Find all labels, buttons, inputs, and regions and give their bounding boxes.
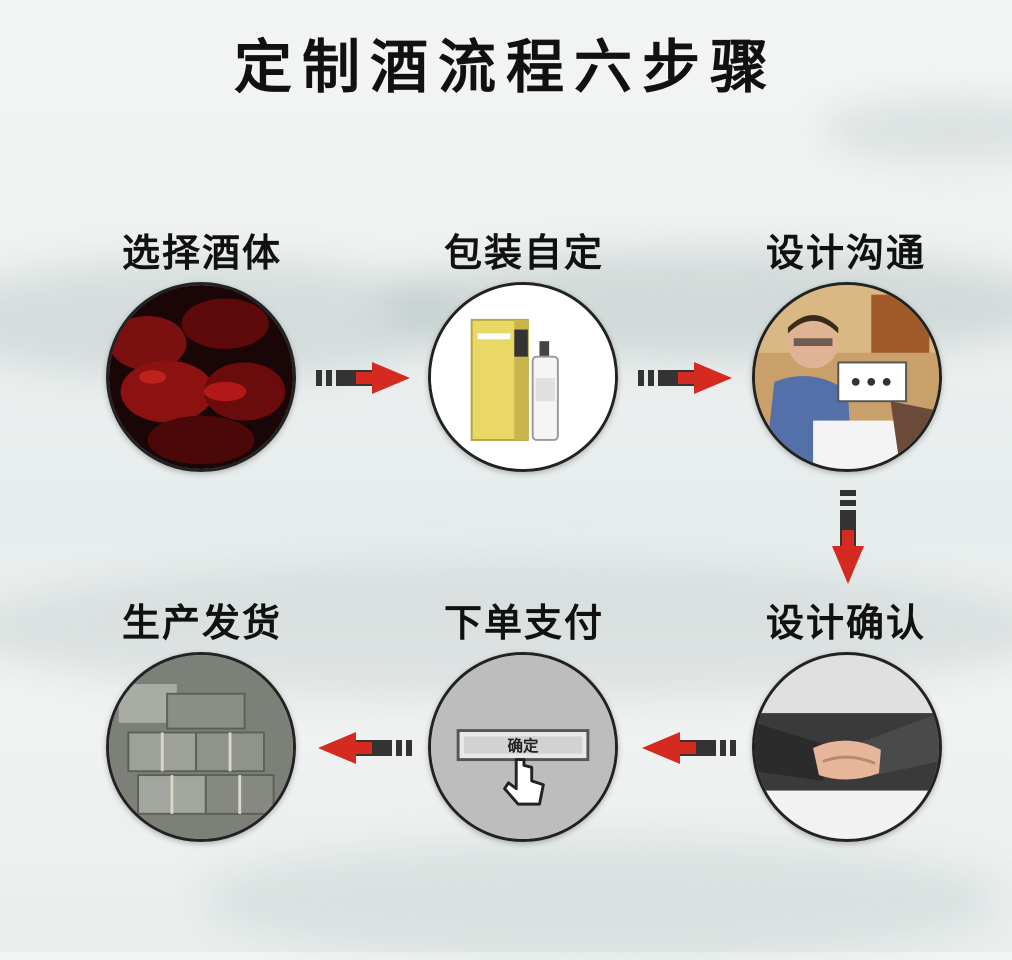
step-image-6: [106, 652, 296, 842]
flow-arrow-down: [830, 490, 866, 586]
step-image-3: [752, 282, 942, 472]
flow-arrow-right-1: [316, 360, 412, 396]
step-image-2: [428, 282, 618, 472]
step-label-5: 下单支付: [443, 601, 604, 645]
step-image-4: [752, 652, 942, 842]
step-label-2: 包装自定: [443, 231, 604, 275]
flow-arrow-right-2: [638, 360, 734, 396]
flow-arrow-left-2: [316, 730, 412, 766]
step-label-6: 生产发货: [121, 601, 282, 645]
packaging-box-bottle-icon: [431, 285, 615, 469]
page-title: 定制酒流程六步骤: [233, 33, 778, 101]
step-label-4: 设计确认: [765, 601, 926, 645]
confirm-button-click-icon: 确定: [431, 655, 615, 839]
flow-arrow-left-1: [640, 730, 736, 766]
handshake-icon: [755, 655, 939, 839]
step-label-3: 设计沟通: [765, 231, 926, 275]
step-image-1: [106, 282, 296, 472]
step-image-5: 确定: [428, 652, 618, 842]
wine-liquid-icon: [109, 285, 293, 469]
step-label-1: 选择酒体: [121, 231, 282, 275]
confirm-button-text: 确定: [508, 736, 539, 755]
shipping-boxes-icon: [109, 655, 293, 839]
design-meeting-icon: [755, 285, 939, 469]
